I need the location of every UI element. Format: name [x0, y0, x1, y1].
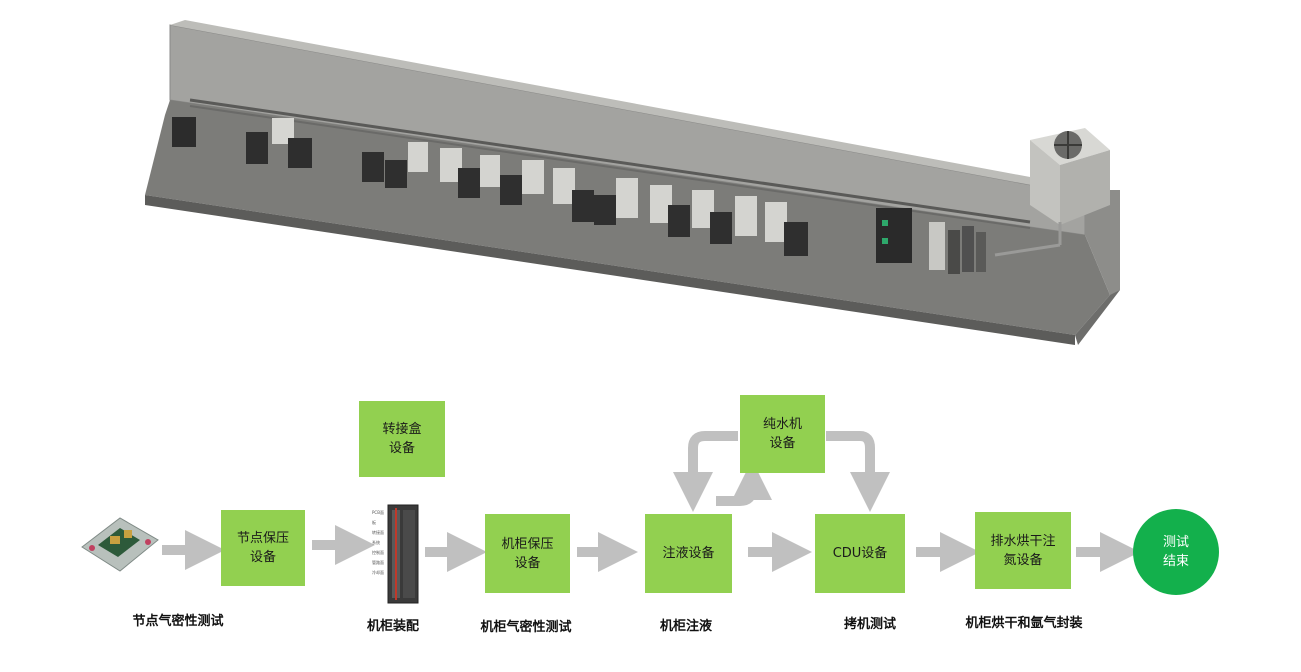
cdu-equipment-box: CDU设备	[815, 514, 905, 593]
machine-cluster-4	[553, 168, 808, 256]
node-pressure-equipment-box: 节点保压 设备	[221, 510, 305, 586]
caption-cabinet-assembly: 机柜装配	[366, 619, 419, 634]
machine-cluster-1	[172, 117, 196, 147]
machine-cluster-2	[246, 118, 312, 168]
arrow-filling-to-water	[716, 460, 772, 506]
cooling-tower	[1030, 128, 1110, 225]
drain-dry-nitrogen-equipment-box: 排水烘干注 氮设备	[975, 512, 1071, 589]
caption-cabinet-airtight: 机柜气密性测试	[480, 620, 572, 635]
arrow-water-to-filling	[673, 431, 738, 512]
caption-cabinet-filling: 机柜注液	[659, 619, 712, 634]
machine-cluster-3	[362, 142, 544, 205]
adapter-box-equipment-box: 转接盒 设备	[359, 401, 445, 477]
arrow-water-to-cdu	[826, 431, 890, 512]
caption-burn-in: 拷机测试	[843, 617, 896, 632]
test-end-node: 测试 结束	[1133, 509, 1219, 595]
caption-dry-seal: 机柜烘干和氩气封装	[965, 616, 1083, 631]
equipment-cluster-cdu	[876, 208, 986, 274]
cabinet-side-labels: PCB面板 转接面 系统 控制面 管路面 冷却面	[372, 510, 384, 575]
pure-water-equipment-box: 纯水机 设备	[740, 395, 825, 473]
caption-node-airtight: 节点气密性测试	[132, 614, 224, 629]
cabinet-pressure-equipment-box: 机柜保压 设备	[485, 514, 570, 593]
filling-equipment-box: 注液设备	[645, 514, 732, 593]
